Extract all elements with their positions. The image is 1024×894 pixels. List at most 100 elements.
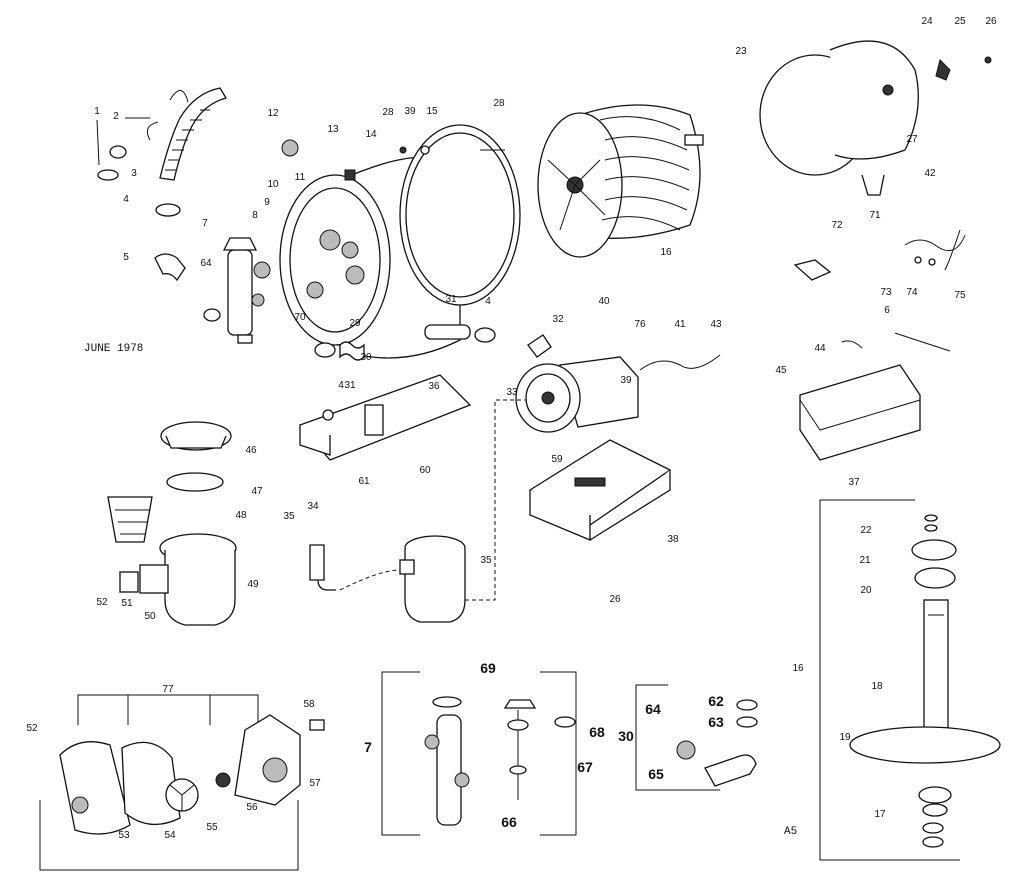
drain-hoses (314, 324, 496, 361)
callout-label: 46 (245, 445, 257, 456)
callout-label: 41 (674, 319, 686, 330)
callout-label: 73 (880, 287, 892, 298)
filter-housing (309, 399, 525, 623)
callout-label: 13 (327, 124, 339, 135)
callout-label: 23 (735, 46, 747, 57)
callout-label: 57 (309, 778, 321, 789)
callout-label: 64 (645, 701, 661, 717)
callout-label: 5 (123, 252, 129, 263)
callout-label: 4 (338, 380, 344, 391)
callout-label: 49 (247, 579, 259, 590)
callout-label: 51 (121, 598, 133, 609)
callout-label: 24 (921, 16, 933, 27)
callout-label: 39 (620, 375, 632, 386)
callout-label: 27 (906, 134, 918, 145)
callout-label: 15 (426, 106, 438, 117)
callout-label: 61 (358, 476, 370, 487)
callout-label: 32 (552, 314, 564, 325)
callout-label: 58 (303, 699, 315, 710)
callout-label: 26 (985, 16, 997, 27)
callout-label: 35 (283, 511, 295, 522)
callout-label: 14 (365, 129, 377, 140)
callout-label: 63 (708, 714, 724, 730)
motor-cover (799, 364, 921, 461)
callout-label: 17 (874, 809, 886, 820)
callout-label: 40 (598, 296, 610, 307)
callout-label: 36 (428, 381, 440, 392)
diagram-date: JUNE 1978 (84, 343, 144, 355)
callout-label: 11 (294, 172, 306, 183)
callout-label: 20 (860, 585, 872, 596)
callout-label: 59 (551, 454, 563, 465)
callout-label: 47 (251, 486, 263, 497)
spindle-assembly (819, 499, 1001, 861)
callout-label: 72 (831, 220, 843, 231)
callout-label: 54 (164, 830, 176, 841)
callout-label: 30 (618, 728, 634, 744)
callout-label: 64 (200, 258, 212, 269)
hose-fittings (635, 684, 758, 791)
callout-label: 16 (792, 663, 804, 674)
callout-label: 42 (924, 168, 936, 179)
callout-label: 35 (480, 555, 492, 566)
callout-label: 37 (848, 477, 860, 488)
callout-label: 38 (667, 534, 679, 545)
callout-label: 70 (294, 312, 306, 323)
callout-label: 71 (869, 210, 881, 221)
callout-label: 29 (349, 318, 361, 329)
callout-label: 26 (609, 594, 621, 605)
callout-label: 62 (708, 693, 724, 709)
callout-label: 50 (144, 611, 156, 622)
callout-label: 28 (382, 107, 394, 118)
valve-exploded (381, 671, 577, 836)
callout-label: 52 (96, 597, 108, 608)
callout-label: 28 (493, 98, 505, 109)
diagram-code: A5 (784, 826, 798, 838)
callout-label: 10 (267, 179, 279, 190)
callout-label: 6 (884, 305, 890, 316)
callout-label: 4 (123, 194, 129, 205)
callout-label: 33 (506, 387, 518, 398)
callout-label: 76 (634, 319, 646, 330)
pump-housing (39, 694, 325, 871)
callout-label: 3 (131, 168, 137, 179)
callout-label: 7 (364, 739, 372, 755)
callout-label: 43 (710, 319, 722, 330)
callout-label: 77 (162, 684, 174, 695)
callout-label: 69 (480, 660, 496, 676)
callout-label: 22 (860, 525, 872, 536)
valve-manifold (203, 237, 271, 344)
switch-wiring (793, 229, 966, 352)
callout-label: 60 (419, 465, 431, 476)
outer-tub (279, 124, 521, 359)
callout-label: 4 (485, 296, 491, 307)
callout-label: 9 (264, 197, 270, 208)
pump-motor (515, 334, 721, 541)
hose-assembly (96, 87, 227, 282)
callout-label: 30 (360, 352, 372, 363)
wash-drum (537, 104, 704, 258)
callout-label: 65 (648, 766, 664, 782)
callout-label: 16 (660, 247, 672, 258)
callout-label: 55 (206, 822, 218, 833)
callout-label: 56 (246, 802, 258, 813)
callout-label: 7 (202, 218, 208, 229)
lid-assembly (759, 40, 992, 196)
callout-label: 52 (26, 723, 38, 734)
callout-label: 44 (814, 343, 826, 354)
callout-label: 39 (404, 106, 416, 117)
callout-label: 68 (589, 724, 605, 740)
callout-label: 31 (445, 294, 457, 305)
callout-label: 21 (859, 555, 871, 566)
callout-label: 75 (954, 290, 966, 301)
callout-label: 53 (118, 830, 130, 841)
callout-label: 45 (775, 365, 787, 376)
callout-label: 25 (954, 16, 966, 27)
callout-label: 34 (307, 501, 319, 512)
callout-label: 48 (235, 510, 247, 521)
callout-label: 1 (94, 106, 100, 117)
callout-label: 66 (501, 814, 517, 830)
callout-label: 12 (267, 108, 279, 119)
callout-label: 2 (113, 111, 119, 122)
